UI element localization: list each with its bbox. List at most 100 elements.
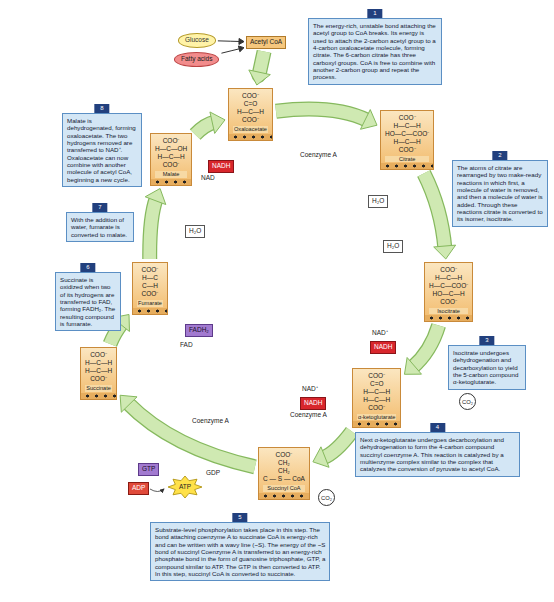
molecule-name: Fumarate bbox=[137, 300, 163, 307]
reaction-label: NAD⁺ bbox=[302, 386, 318, 393]
nadh-box: NADH bbox=[370, 341, 396, 354]
cycle-arrow bbox=[249, 52, 271, 86]
node-label: Fatty acids bbox=[181, 56, 212, 63]
arrow-head bbox=[238, 46, 244, 52]
arrow-body bbox=[323, 431, 352, 458]
callout-text: Malate is dehydrogenated, forming oxaloa… bbox=[67, 117, 138, 183]
callout-box: 8Malate is dehydrogenated, forming oxalo… bbox=[62, 113, 142, 187]
membrane-dots bbox=[229, 134, 272, 140]
formula-line: H—C—COO⁻ bbox=[429, 282, 468, 290]
membrane-dots bbox=[353, 421, 400, 427]
arrow-outline bbox=[412, 325, 438, 367]
formula-line: H—C—H bbox=[85, 367, 112, 375]
cycle-arrow bbox=[424, 173, 456, 259]
callout-box: 6Succinate is oxidized when two of its h… bbox=[55, 272, 121, 331]
cycle-arrow bbox=[276, 109, 377, 129]
callout-number: 7 bbox=[92, 203, 107, 212]
formula-line: COO⁻ bbox=[357, 372, 396, 380]
callout-number: 1 bbox=[367, 9, 382, 18]
callout-box: 5Substrate-level phosphorylation takes p… bbox=[150, 522, 330, 581]
membrane-dots bbox=[151, 179, 191, 185]
molecule-box: COO⁻C=OH—C—HH—C—HCOO⁻α-ketoglutarate bbox=[352, 368, 401, 428]
formula-line: H—C—H bbox=[155, 153, 187, 161]
arrow-head bbox=[404, 357, 421, 374]
callout-box: 1The energy-rich, unstable bond attachin… bbox=[308, 18, 442, 85]
callout-number: 2 bbox=[492, 151, 507, 160]
formula-line: H—C—H bbox=[357, 388, 396, 396]
co2-circle: CO₂ bbox=[318, 489, 335, 506]
atp-star: ATP bbox=[168, 476, 202, 498]
formula-line: C=O bbox=[357, 380, 396, 388]
adp-box: ADP bbox=[128, 482, 149, 495]
callout-box: 7With the addition of water, fumarate is… bbox=[66, 212, 134, 242]
callout-box: 4Next α-ketoglutarate undergoes decarbox… bbox=[355, 432, 520, 477]
membrane-dots bbox=[425, 315, 472, 321]
callout-text: The energy-rich, unstable bond attaching… bbox=[313, 22, 438, 81]
co2-circle: CO₂ bbox=[459, 393, 476, 410]
node-label: NADH bbox=[374, 344, 392, 351]
cycle-arrow bbox=[145, 189, 166, 260]
node-label: Glucose bbox=[185, 37, 209, 44]
arrow-outline bbox=[195, 122, 215, 134]
formula-line: COO⁻ bbox=[155, 161, 187, 169]
formula-line: COO⁻ bbox=[155, 137, 187, 145]
arrow-body bbox=[150, 198, 157, 259]
water-box: H₂O bbox=[185, 225, 205, 238]
acetyl-coa-box: Acetyl CoA bbox=[246, 36, 286, 49]
molecule-name: α-ketoglutarate bbox=[357, 414, 396, 421]
formula-line: H—C—H bbox=[385, 138, 429, 146]
arrow-line bbox=[218, 40, 240, 42]
arrow-body bbox=[276, 109, 368, 121]
arrow-outline bbox=[259, 52, 264, 76]
callout-number: 4 bbox=[430, 423, 445, 432]
molecule-box: COO⁻C=OH—C—HCOO⁻Oxaloacetate bbox=[228, 88, 273, 141]
arrow-head bbox=[434, 245, 456, 259]
formula-line: H—C—H bbox=[85, 359, 112, 367]
membrane-dots bbox=[259, 493, 309, 499]
node-label: Acetyl CoA bbox=[250, 39, 282, 46]
energy-carrier-box: GTP bbox=[138, 463, 159, 476]
molecule-name: Oxaloacetate bbox=[233, 126, 268, 133]
molecule-name: Isocitrate bbox=[429, 308, 468, 315]
formula-line: HO—C—COO⁻ bbox=[385, 130, 429, 138]
formula-line: COO⁻ bbox=[357, 404, 396, 412]
reaction-label: NAD bbox=[201, 175, 215, 182]
molecule-box: COO⁻H—C—HH—C—HCOO⁻Succinate bbox=[80, 347, 117, 400]
formula-line: COO⁻ bbox=[85, 375, 112, 383]
arrow-head bbox=[120, 395, 137, 412]
arrow-body bbox=[412, 325, 438, 367]
formula-line: COO⁻ bbox=[137, 266, 163, 274]
membrane-dots bbox=[81, 393, 116, 399]
energy-carrier-box: FADH₂ bbox=[185, 324, 213, 337]
node-label: H₂O bbox=[387, 243, 399, 250]
reaction-label: Coenzyme A bbox=[192, 418, 229, 425]
node-label: CO₂ bbox=[319, 490, 334, 507]
node-label: FADH₂ bbox=[189, 327, 209, 334]
molecule-box: COO⁻H—C—HH—C—COO⁻HO—C—HCOO⁻Isocitrate bbox=[424, 262, 473, 322]
callout-text: Next α-ketoglutarate undergoes decarboxy… bbox=[360, 436, 516, 473]
cycle-arrow bbox=[195, 112, 225, 135]
formula-line: C—H bbox=[137, 282, 163, 290]
formula-line: CH₂ bbox=[263, 467, 305, 475]
reaction-label: Coenzyme A bbox=[290, 412, 327, 419]
atp-label: ATP bbox=[168, 476, 202, 498]
arrow-body bbox=[127, 403, 255, 467]
arrow-head bbox=[360, 110, 377, 130]
formula-line: H—C—H bbox=[357, 396, 396, 404]
reaction-label: NAD⁺ bbox=[372, 330, 388, 337]
cycle-arrow bbox=[404, 325, 438, 374]
molecule-name: Succinyl CoA bbox=[263, 485, 305, 492]
callout-text: Substrate-level phosphorylation takes pl… bbox=[155, 526, 326, 577]
arrow-outline bbox=[323, 431, 352, 458]
reaction-label: FAD bbox=[180, 342, 193, 349]
formula-line: HO—C—H bbox=[429, 290, 468, 298]
input-arrow bbox=[218, 38, 244, 44]
adp-atp-arrow bbox=[150, 489, 164, 492]
callout-text: With the addition of water, fumarate is … bbox=[71, 216, 130, 238]
node-label: H₂O bbox=[372, 198, 384, 205]
membrane-dots bbox=[133, 308, 167, 314]
formula-line: COO⁻ bbox=[263, 451, 305, 459]
arrow-head bbox=[239, 38, 244, 44]
input-arrow bbox=[221, 46, 244, 53]
